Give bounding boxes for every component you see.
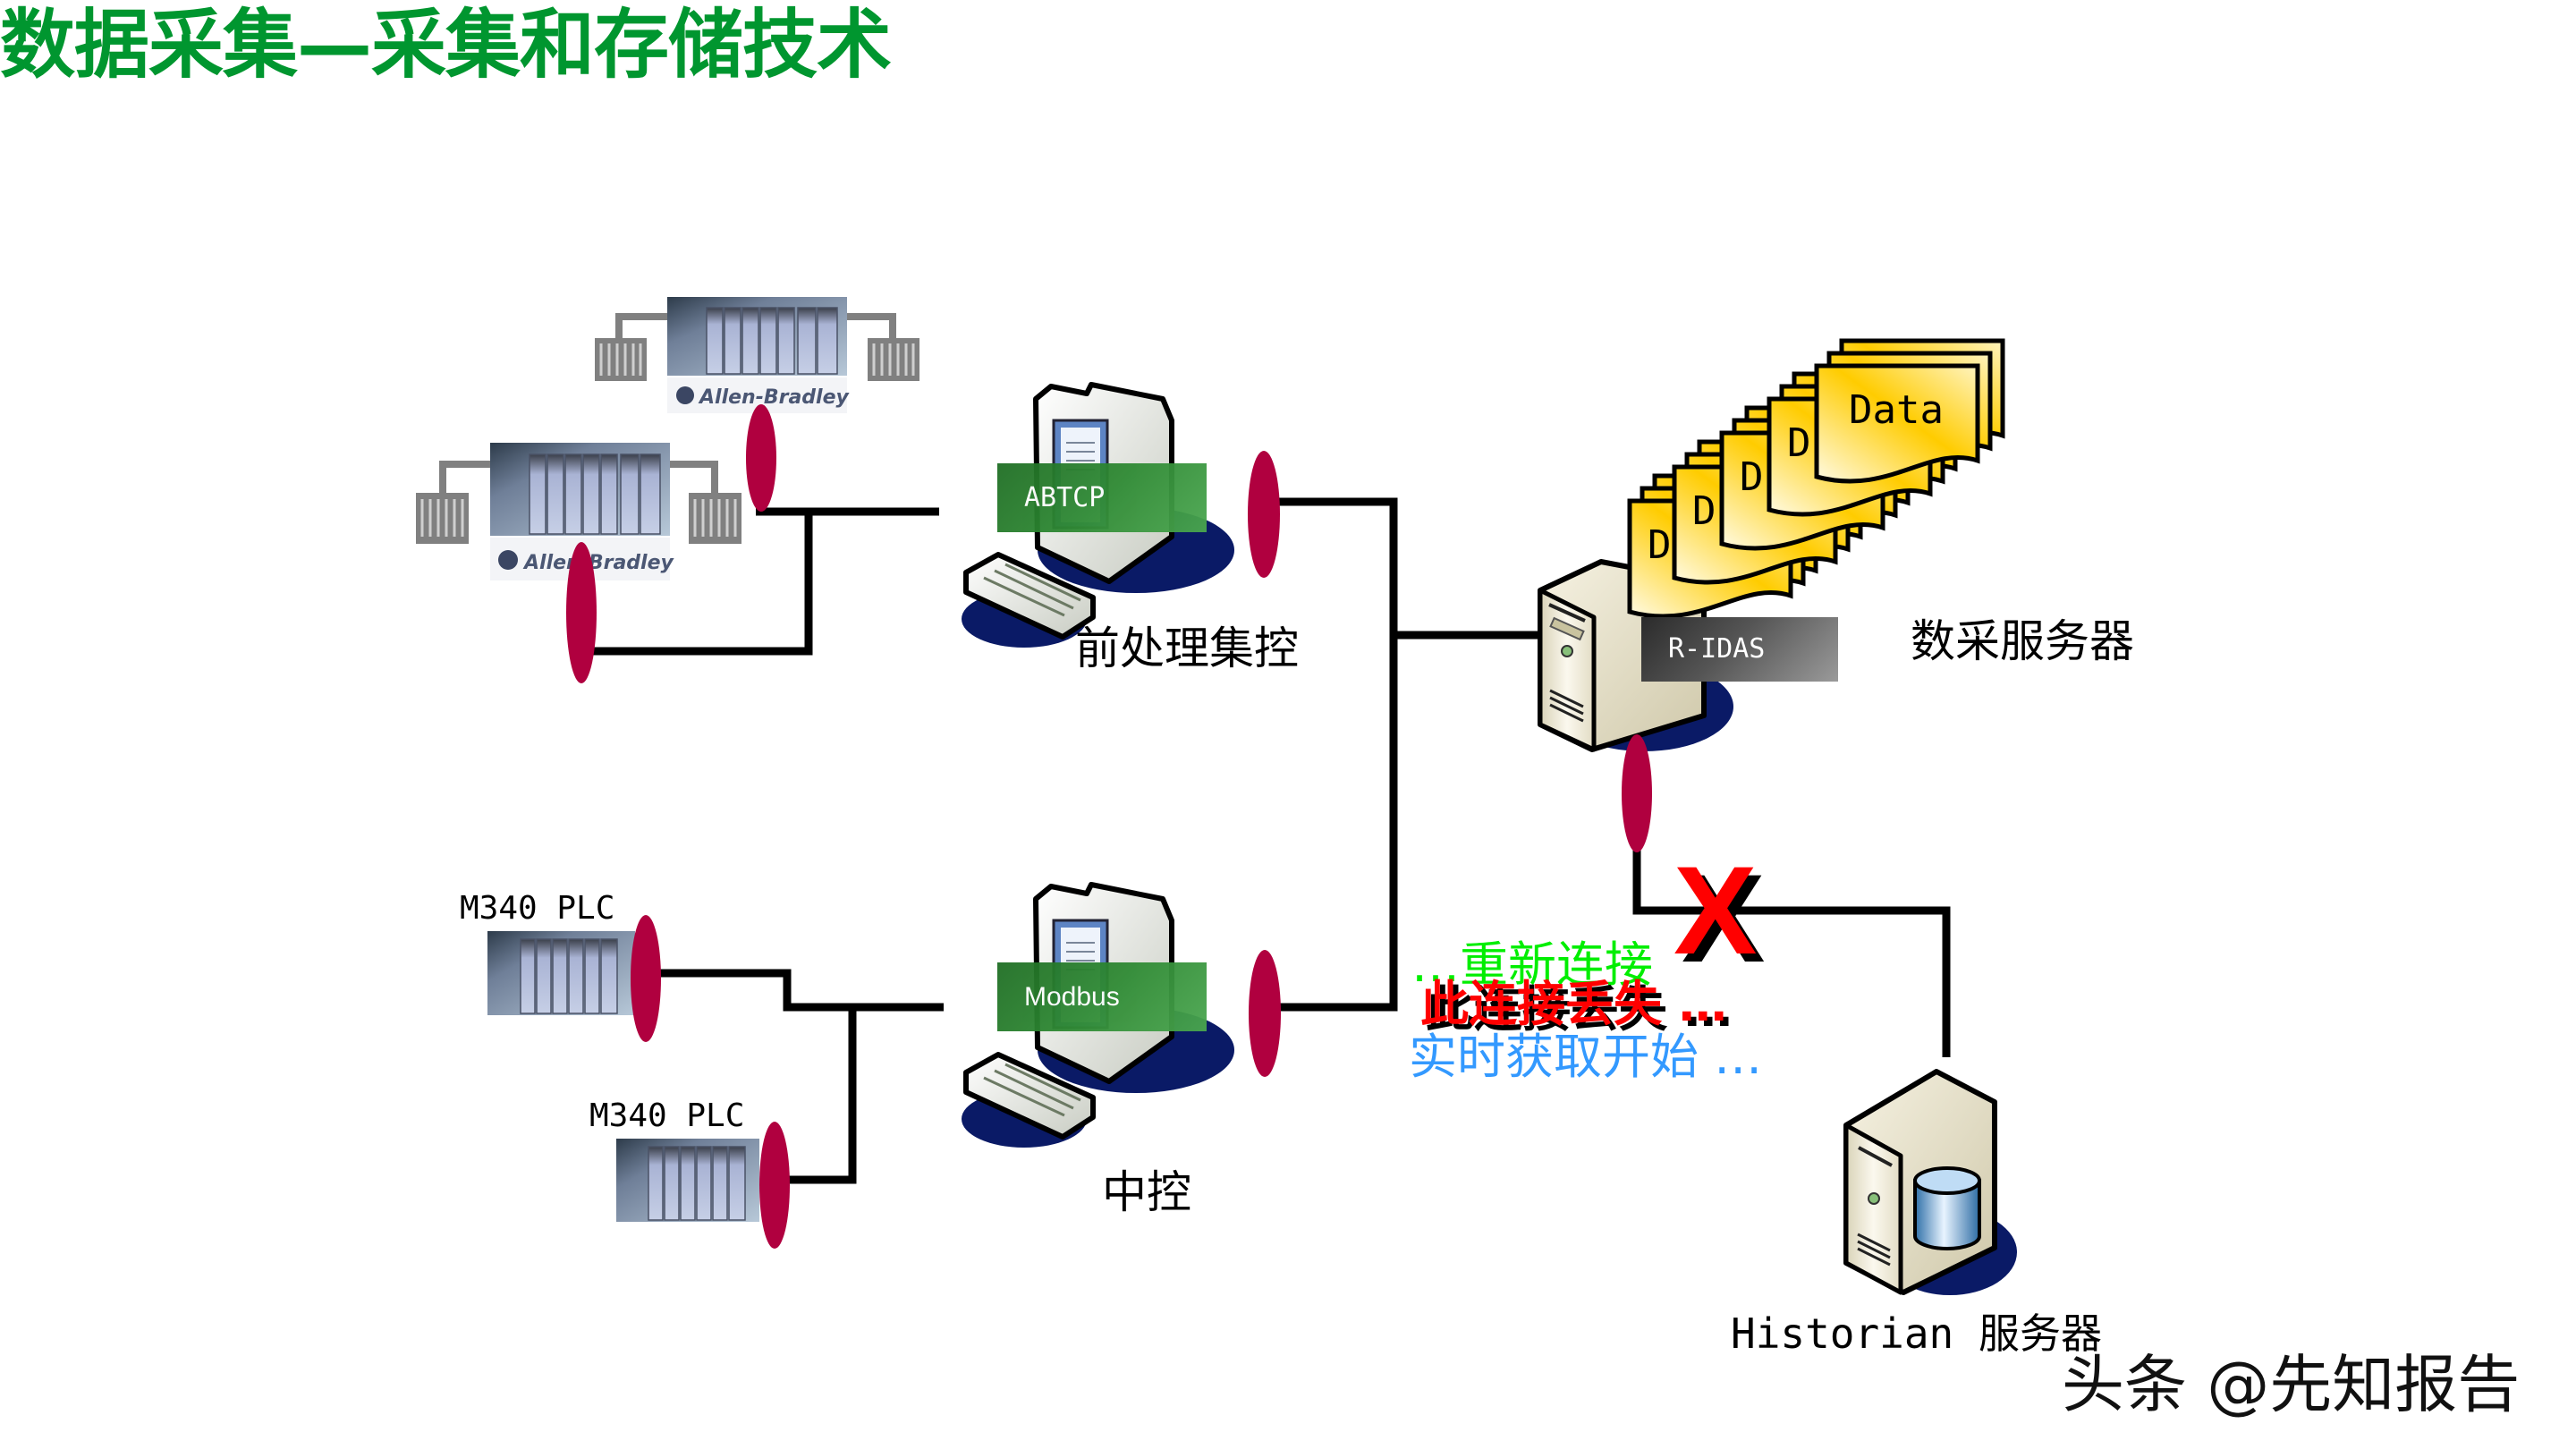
status-connection-lost: 此连接丢失 … <box>1420 976 1727 1032</box>
ab-logo-icon <box>498 550 518 570</box>
status-realtime-start: 实时获取开始 … <box>1409 1029 1763 1085</box>
historian-server-icon <box>1843 1069 2017 1295</box>
ab-plc-rack-1: Allen-Bradley <box>595 297 919 413</box>
acq-server-label: 数采服务器 <box>1911 615 2134 667</box>
historian-server-label: Historian 服务器 <box>1731 1309 2102 1358</box>
status-connection-lost-shadow: 此连接丢失 … <box>1426 981 1733 1038</box>
connector-frontend-pc <box>1248 451 1280 578</box>
ab-plc-rack-2: Allen-Bradley <box>416 443 741 580</box>
connection-lines <box>579 497 1951 1184</box>
connector-ab-plc-2 <box>566 542 597 683</box>
network-connectors <box>566 404 1652 1249</box>
connector-m340-1 <box>631 915 661 1042</box>
io-block-icon <box>416 493 469 544</box>
data-document-sheet <box>1814 363 1980 484</box>
ab-brand-text: Allen-Bradley <box>698 386 850 409</box>
frontend-pc-label: 前处理集控 <box>1075 623 1299 674</box>
line-acq-to-historian <box>1632 850 1951 1057</box>
io-block-icon <box>689 493 741 544</box>
broken-x-mark: X <box>1674 840 1757 980</box>
protocol-tag-abtcp: ABTCP <box>997 463 1207 532</box>
m340-plc-rack-1 <box>487 931 635 1015</box>
software-tag-text: R-IDAS <box>1668 633 1766 665</box>
broken-connection-x-icon: X X <box>1674 840 1765 988</box>
data-document-label: Data <box>1849 387 1944 433</box>
connector-m340-2 <box>759 1122 790 1249</box>
line-frontend-to-bus <box>1271 497 1398 1012</box>
data-document-label-partial: D <box>1787 420 1811 466</box>
connector-ab-plc-1 <box>746 404 776 512</box>
data-document-label-partial: D <box>1692 488 1716 534</box>
io-block-icon <box>595 338 647 381</box>
broken-x-shadow: X <box>1682 848 1765 988</box>
line-m340-1-to-central <box>646 969 944 1012</box>
database-icon <box>1913 1166 1981 1250</box>
status-reconnect: …重新连接 <box>1411 936 1653 993</box>
protocol-tag-text: Modbus <box>1024 981 1120 1012</box>
line-m340-2-to-junction <box>775 1004 857 1184</box>
watermark: 头条 @先知报告 <box>2062 1348 2521 1421</box>
data-document-label-partial: D <box>1648 522 1672 568</box>
slide-title: 数据采集—采集和存储技术 <box>0 1 892 89</box>
m340-plc-rack-2 <box>616 1139 759 1222</box>
software-tag-r-idas: R-IDAS <box>1641 617 1838 682</box>
connector-central-pc <box>1249 950 1281 1077</box>
protocol-tag-text: ABTCP <box>1024 481 1106 513</box>
protocol-tag-modbus: Modbus <box>997 962 1207 1031</box>
ab-brand-text: Allen-Bradley <box>522 552 674 574</box>
m340-plc-2-label: M340 PLC <box>589 1097 745 1134</box>
m340-plc-1-label: M340 PLC <box>460 890 615 927</box>
central-pc-label: 中控 <box>1102 1166 1191 1218</box>
ab-logo-icon <box>676 386 694 404</box>
connector-acq-server <box>1622 734 1652 852</box>
data-document-label-partial: D <box>1740 454 1764 500</box>
io-block-icon <box>868 338 919 381</box>
line-ab2-to-junction <box>579 508 813 656</box>
